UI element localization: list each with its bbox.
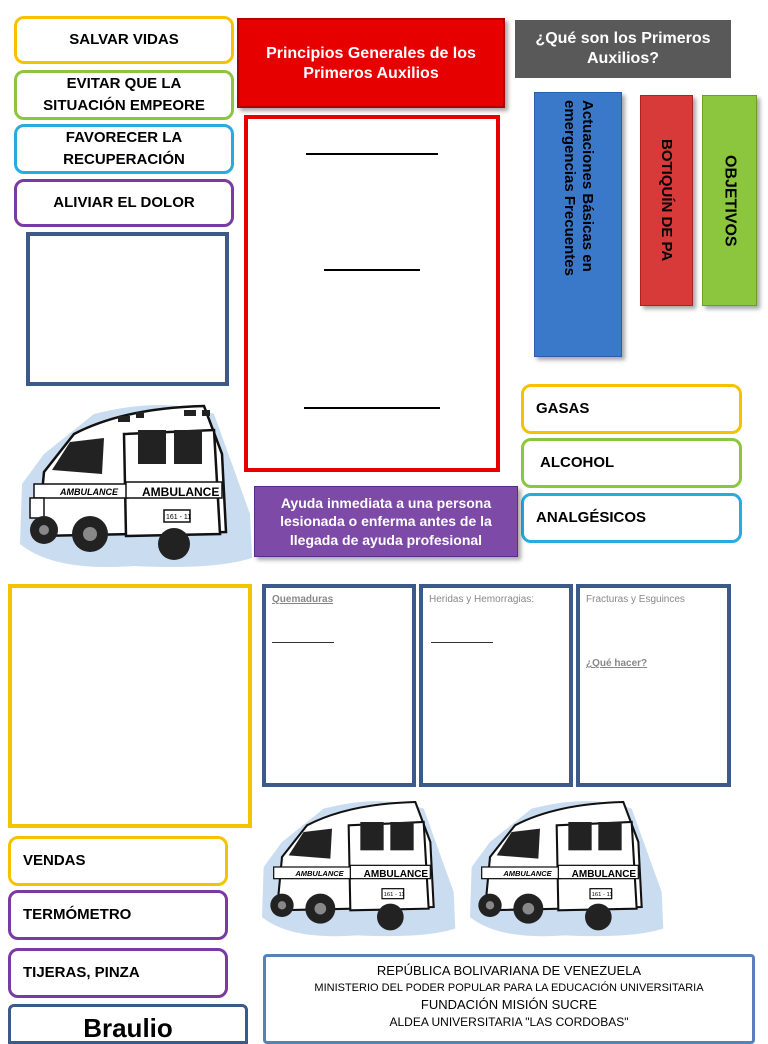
kit-item-vendas: VENDAS xyxy=(8,836,228,886)
ambulance-plate: 161 - 11 xyxy=(384,892,405,898)
kit-item-alcohol: ALCOHOL xyxy=(521,438,742,488)
what-to-do-title: ¿Qué hacer? xyxy=(586,658,648,669)
tab-botiquin-label: BOTIQUÍN DE PA xyxy=(658,139,675,262)
ambulance-label-back: AMBULANCE xyxy=(572,869,637,880)
ambulance-plate: 161 - 11 xyxy=(166,514,191,521)
question-title: ¿Qué son los Primeros Auxilios? xyxy=(535,30,711,67)
blank-line xyxy=(324,269,420,271)
ambulance-illustration: AMBULANCE AMBULANCE 161 - 11 xyxy=(460,792,670,942)
ambulance-graphic: AMBULANCE AMBULANCE 161 - 11 xyxy=(20,404,252,568)
tab-actuaciones: Actuaciones Básicas en emergencias Frecu… xyxy=(534,92,622,357)
kit-item-label: GASAS xyxy=(536,400,590,418)
author-name: Braulio xyxy=(83,1013,173,1043)
ambulance-illustration: AMBULANCE AMBULANCE 161 - 11 xyxy=(252,792,462,942)
fractures-title: Fracturas y Esguinces xyxy=(586,594,685,605)
kit-item-label: ALCOHOL xyxy=(540,454,615,472)
blank-line xyxy=(304,407,440,409)
footer-line-1: REPÚBLICA BOLIVARIANA DE VENEZUELA xyxy=(376,963,642,978)
footer-line-2: MINISTERIO DEL PODER POPULAR PARA LA EDU… xyxy=(314,982,704,994)
kit-item-label: VENDAS xyxy=(23,852,86,870)
emergency-cell-burns: Quemaduras xyxy=(262,584,416,787)
tab-botiquin: BOTIQUÍN DE PA xyxy=(640,95,693,306)
burns-title: Quemaduras xyxy=(272,594,334,605)
kit-item-termometro: TERMÓMETRO xyxy=(8,890,228,940)
objective-prevent-worsening: EVITAR QUE LA SITUACIÓN EMPEORE xyxy=(14,70,234,120)
footer-line-4: ALDEA UNIVERSITARIA "LAS CORDOBAS" xyxy=(389,1015,629,1029)
ambulance-graphic: AMBULANCE AMBULANCE 161 - 11 xyxy=(470,800,664,937)
emergency-cell-fractures: Fracturas y Esguinces ¿Qué hacer? xyxy=(576,584,731,787)
kit-item-tijeras: TIJERAS, PINZA xyxy=(8,948,228,998)
principles-content-box xyxy=(244,115,500,472)
ambulance-label-back: AMBULANCE xyxy=(364,869,429,880)
wounds-title: Heridas y Hemorragias: xyxy=(429,594,535,605)
blank-line xyxy=(272,642,334,643)
emergency-cell-wounds: Heridas y Hemorragias: xyxy=(419,584,573,787)
author-box: Braulio xyxy=(8,1004,248,1044)
objective-save-lives: SALVAR VIDAS xyxy=(14,16,234,64)
institution-footer: REPÚBLICA BOLIVARIANA DE VENEZUELA MINIS… xyxy=(263,954,755,1044)
objective-relieve-pain: ALIVIAR EL DOLOR xyxy=(14,179,234,227)
blank-box-large xyxy=(8,584,252,828)
kit-item-label: TERMÓMETRO xyxy=(23,906,132,924)
ambulance-label-side: AMBULANCE xyxy=(59,487,119,497)
blank-line xyxy=(431,642,493,643)
objective-label: FAVORECER LA RECUPERACIÓN xyxy=(63,129,185,168)
blank-box-top-left xyxy=(26,232,229,386)
ambulance-label-side: AMBULANCE xyxy=(294,869,344,878)
ambulance-illustration: AMBULANCE AMBULANCE 161 - 11 xyxy=(14,394,254,574)
objective-recovery: FAVORECER LA RECUPERACIÓN xyxy=(14,124,234,174)
definition-box: Ayuda inmediata a una persona lesionada … xyxy=(254,486,518,557)
blank-line xyxy=(306,153,438,155)
kit-item-label: ANALGÉSICOS xyxy=(536,509,647,527)
footer-line-3: FUNDACIÓN MISIÓN SUCRE xyxy=(420,997,598,1012)
kit-item-analgesicos: ANALGÉSICOS xyxy=(521,493,742,543)
tab-actuaciones-label: Actuaciones Básicas en emergencias Frecu… xyxy=(561,99,596,276)
ambulance-label-back: AMBULANCE xyxy=(142,485,219,499)
ambulance-plate: 161 - 11 xyxy=(592,892,613,898)
tab-objetivos: OBJETIVOS xyxy=(702,95,757,306)
principles-title-box: Principios Generales de los Primeros Aux… xyxy=(237,18,505,108)
tab-objetivos-label: OBJETIVOS xyxy=(721,154,739,247)
ambulance-graphic: AMBULANCE AMBULANCE 161 - 11 xyxy=(262,800,456,937)
definition-text: Ayuda inmediata a una persona lesionada … xyxy=(280,495,492,548)
objective-label: SALVAR VIDAS xyxy=(69,31,179,49)
kit-item-gasas: GASAS xyxy=(521,384,742,434)
principles-title: Principios Generales de los Primeros Aux… xyxy=(266,45,476,82)
kit-item-label: TIJERAS, PINZA xyxy=(23,964,140,982)
objective-label: EVITAR QUE LA SITUACIÓN EMPEORE xyxy=(43,75,205,114)
question-title-box: ¿Qué son los Primeros Auxilios? xyxy=(515,20,731,78)
objective-label: ALIVIAR EL DOLOR xyxy=(53,194,195,212)
ambulance-label-side: AMBULANCE xyxy=(502,869,552,878)
